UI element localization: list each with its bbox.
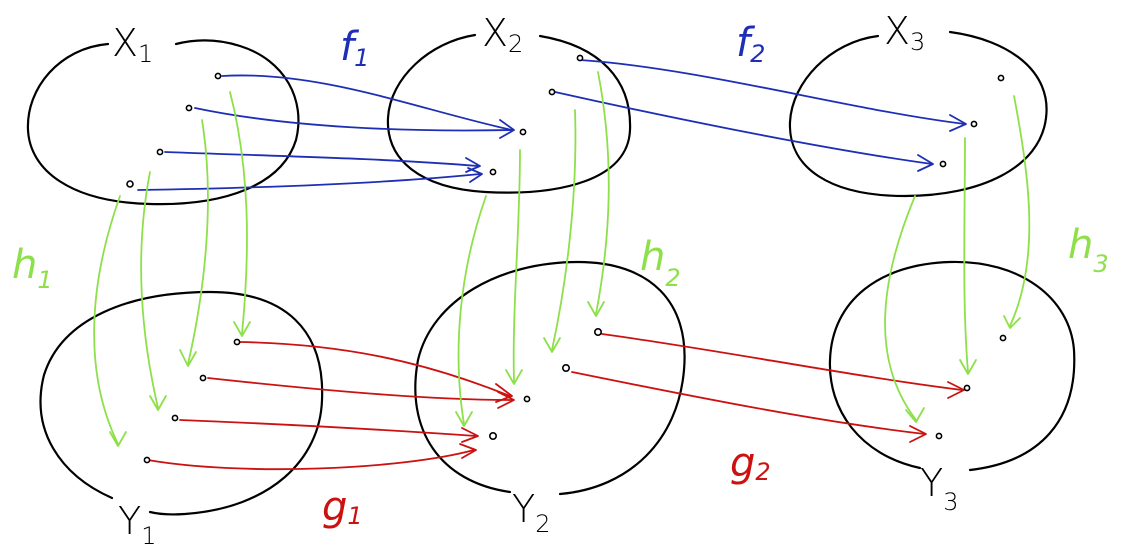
set-x2-label: X2 — [482, 11, 523, 58]
map-h3-label: h3 — [1068, 222, 1109, 278]
map-f1-label: f1 — [340, 24, 369, 72]
map-f2-label: f2 — [736, 20, 765, 68]
map-h2-label: h2 — [640, 234, 681, 292]
map-g1-label: g1 — [322, 484, 363, 530]
elements-x1 — [126, 72, 222, 188]
set-x1-outline — [26, 39, 300, 206]
map-g2-label: g2 — [730, 440, 771, 486]
map-h1-label: h1 — [12, 242, 53, 294]
set-y3-outline — [828, 260, 1076, 472]
h-maps — [93, 71, 1031, 447]
set-y2-label: Y2 — [512, 487, 551, 538]
set-x3-label: X3 — [884, 9, 925, 56]
elements-x2 — [489, 54, 584, 176]
set-y3-label: Y3 — [920, 461, 959, 516]
elements-x3 — [939, 74, 1005, 168]
g-maps — [147, 333, 965, 471]
elements-y1 — [143, 338, 241, 464]
set-y1-outline — [39, 290, 324, 516]
elements-y3 — [935, 334, 1007, 440]
set-x2-outline — [386, 33, 632, 194]
f-maps — [137, 59, 967, 191]
set-y2-outline — [414, 260, 686, 496]
elements-y2 — [488, 327, 602, 440]
set-y1-label: Y1 — [118, 499, 157, 550]
set-x1-label: X1 — [112, 21, 153, 68]
